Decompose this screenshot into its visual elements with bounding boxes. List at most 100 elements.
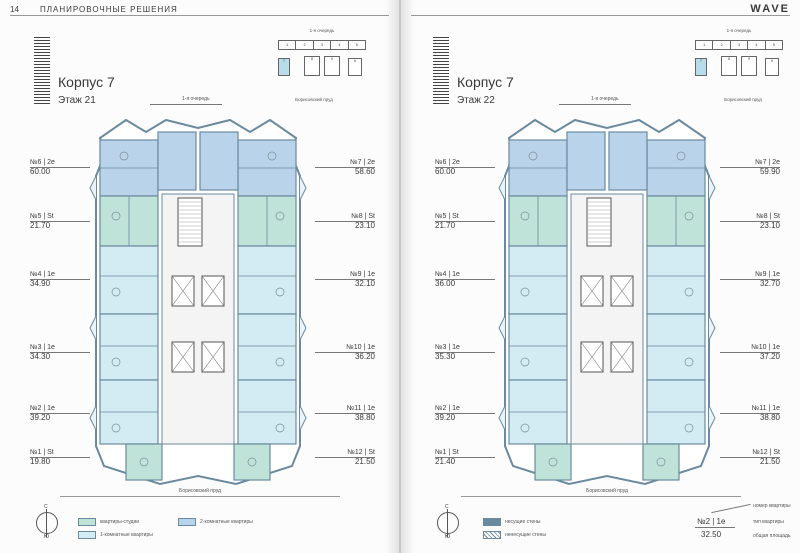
table-icon — [111, 211, 121, 221]
table-icon — [275, 423, 285, 433]
bay-window — [708, 405, 716, 431]
elevator-cross — [610, 275, 634, 307]
kp-section: 1 — [696, 41, 714, 49]
key-plan-blocks: 7 8 9 6 — [695, 52, 783, 76]
street-name-top: Борисовский пруд — [724, 97, 762, 102]
street-name-bottom: Борисовский пруд — [586, 488, 628, 494]
elevator-cross — [171, 341, 195, 373]
kp-block-active: 7 — [278, 58, 290, 76]
kp-block: 9 — [324, 56, 340, 76]
elevator-cross — [201, 275, 225, 307]
key-plan-blocks: 7 8 9 6 — [278, 52, 366, 76]
unit-right-10 — [646, 313, 706, 381]
bay-window — [299, 315, 307, 341]
key-type-text: тип квартиры — [753, 519, 784, 525]
compass-icon — [437, 509, 459, 537]
unit-left-4 — [99, 245, 159, 315]
floor-plan-drawing — [498, 118, 716, 486]
street-name-bottom: Борисовский пруд — [179, 488, 221, 494]
elevator-cross — [580, 341, 604, 373]
table-icon — [548, 457, 558, 467]
unit-left-3 — [508, 313, 568, 381]
page-number: 14 — [10, 5, 19, 14]
kp-block: 8 — [304, 56, 320, 76]
elevator-cross — [610, 341, 634, 373]
queue-rule — [559, 104, 631, 105]
unit-right-9 — [237, 245, 297, 315]
compass-north: С — [445, 504, 449, 510]
unit-top-mid-right — [608, 131, 648, 191]
kp-section: 3 — [314, 41, 332, 49]
unit-left-3 — [99, 313, 159, 381]
legend-studio: квартиры-студии — [78, 518, 139, 526]
kp-block: 6 — [348, 58, 362, 76]
key-rule — [695, 527, 735, 528]
unit-right-10 — [237, 313, 297, 381]
unit-right-12 — [642, 443, 680, 481]
bay-window — [708, 315, 716, 341]
bay-window — [299, 175, 307, 201]
key-area-text: общая площадь — [753, 533, 791, 539]
queue-label: 1-я очередь — [182, 96, 210, 102]
floor-plan — [495, 116, 719, 486]
floor-title: Этаж 21 — [58, 95, 96, 106]
floor-title: Этаж 22 — [457, 95, 495, 106]
header-rule — [10, 15, 389, 16]
table-icon — [111, 423, 121, 433]
brand-logo: WAVE — [750, 3, 790, 15]
kp-section: 2 — [713, 41, 731, 49]
table-icon — [139, 457, 149, 467]
legend-swatch-nonbearing — [483, 531, 501, 539]
kp-section: 4 — [748, 41, 766, 49]
table-icon — [267, 151, 277, 161]
compass-north: С — [44, 504, 48, 510]
bay-window — [498, 315, 506, 341]
table-icon — [684, 287, 694, 297]
table-icon — [684, 211, 694, 221]
kp-block: 9 — [741, 56, 757, 76]
legend-nonbearing-walls: ненесущие стены — [483, 531, 546, 539]
legend-two-room: 2-комнатные квартиры — [178, 518, 253, 526]
legend-bearing-walls: несущие стены — [483, 518, 541, 526]
legend-swatch-studio — [78, 518, 96, 526]
key-plan-label: 1-я очередь — [726, 28, 752, 33]
elevator-cross — [580, 275, 604, 307]
bay-window — [498, 405, 506, 431]
queue-label: 1-я очередь — [591, 96, 619, 102]
table-icon — [275, 211, 285, 221]
unit-top-mid-left — [157, 131, 197, 191]
table-icon — [111, 357, 121, 367]
compass-south: Ю — [445, 534, 451, 540]
kp-section: 5 — [772, 43, 775, 47]
legend-swatch-bearing — [483, 518, 501, 526]
barcode-graphic — [34, 36, 50, 104]
table-icon — [656, 457, 666, 467]
table-icon — [684, 423, 694, 433]
elevator-cross — [171, 275, 195, 307]
bay-window — [708, 175, 716, 201]
kp-section: 3 — [731, 41, 749, 49]
table-icon — [275, 287, 285, 297]
kp-block: 8 — [721, 56, 737, 76]
